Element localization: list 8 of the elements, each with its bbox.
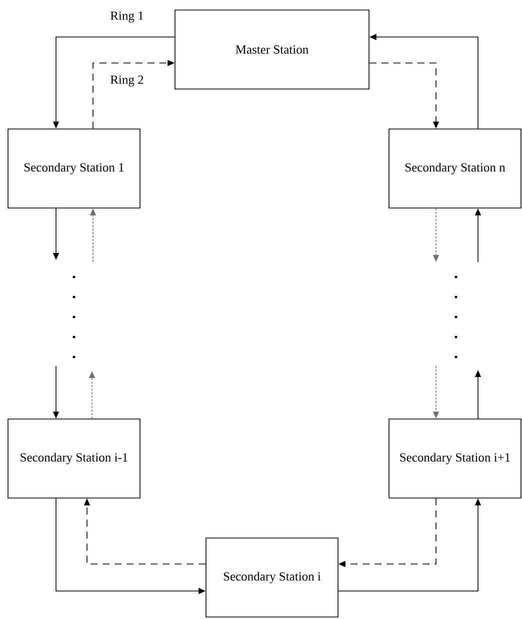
station-box: Secondary Station i+1 bbox=[388, 418, 522, 498]
station-box: Secondary Station i-1 bbox=[8, 418, 140, 498]
station-box: Secondary Station n bbox=[388, 128, 522, 208]
station-box: Secondary Station 1 bbox=[8, 128, 140, 208]
station-box: Secondary Station i bbox=[206, 538, 338, 618]
station-box: Master Station bbox=[174, 10, 370, 90]
edge-label: Ring 1 bbox=[110, 12, 144, 22]
edge-label: Ring 2 bbox=[110, 76, 144, 86]
